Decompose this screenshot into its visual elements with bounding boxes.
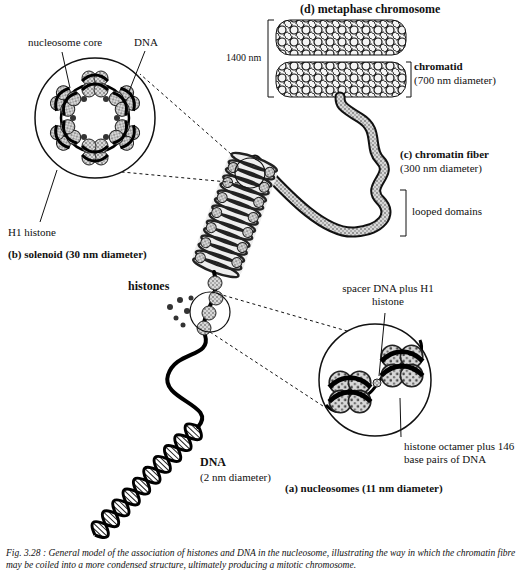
chromatid-upper	[276, 20, 406, 55]
solenoid-cross-section-part	[48, 83, 84, 119]
solenoid	[190, 149, 281, 281]
solenoid-core	[190, 150, 280, 281]
part-label: spacer DNA plus H1 histone	[340, 282, 436, 308]
free-histones-part	[177, 297, 183, 303]
nucleosome-beads-part	[197, 321, 211, 335]
solenoid-part	[192, 149, 279, 280]
solenoid-cross-section-part	[70, 96, 120, 140]
solenoid-part-part	[227, 157, 276, 183]
looped-domain-bracket	[400, 190, 406, 236]
leader-lines	[40, 51, 145, 222]
part-label: looped domains	[412, 205, 482, 218]
figure-caption: Fig. 3.28 : General model of the associa…	[6, 548, 522, 572]
solenoid-part-part	[230, 256, 243, 269]
free-histones-part	[174, 316, 179, 321]
stage-title: (b) solenoid (30 nm diameter)	[8, 248, 147, 261]
solenoid-part-part	[247, 211, 260, 224]
solenoid-part-part	[252, 196, 265, 209]
dimension-label: (300 nm diameter)	[400, 162, 482, 175]
solenoid-cross-section-part	[82, 71, 108, 97]
solenoid-part-part	[199, 236, 212, 249]
dimension-label: (700 nm diameter)	[414, 74, 496, 87]
solenoid-part-part	[205, 217, 254, 243]
fiber-fill	[255, 97, 386, 232]
chromatid-bracket	[406, 62, 411, 97]
solenoid-cross-section-part-part	[114, 115, 120, 121]
solenoid-part-part	[221, 176, 234, 189]
solenoid-part-part	[200, 232, 249, 258]
nucleosome-inset	[319, 313, 431, 437]
solenoid-part-part	[227, 161, 240, 174]
free-histones-part	[167, 304, 173, 310]
leader-lines	[379, 313, 401, 437]
dimension-label: (2 nm diameter)	[200, 471, 271, 484]
nucleosome-beads	[197, 276, 223, 335]
solenoid-cross-section-part-part	[103, 96, 109, 102]
nucleosome-inset-part	[381, 345, 423, 387]
solenoid-cross-section-part	[35, 58, 155, 178]
solenoid-cross-section-part-part	[81, 134, 87, 140]
zoom-marker	[235, 158, 265, 188]
chromatin-fiber	[255, 97, 406, 236]
part-label: histone octamer plus 146 base pairs of D…	[404, 440, 520, 466]
solenoid-part-part	[216, 191, 229, 204]
nucleosome-inset-part	[329, 371, 371, 413]
free-histones-part	[184, 308, 190, 314]
solenoid-cross-section-part-part	[70, 115, 76, 121]
dna-strand	[167, 272, 215, 427]
solenoid-part	[194, 154, 276, 277]
dimension-bracket	[268, 20, 274, 97]
solenoid-part-part	[205, 221, 218, 234]
solenoid-cross-section-part	[107, 117, 143, 153]
dimension-label: 1400 nm	[226, 52, 261, 64]
dna-helix-part	[88, 419, 206, 541]
stage-title: (a) nucleosomes (11 nm diameter)	[285, 482, 443, 495]
solenoid-part-part	[194, 247, 243, 273]
part-label: histones	[128, 279, 169, 293]
stage-title: (d) metaphase chromosome	[300, 2, 440, 16]
free-histones-part	[181, 323, 186, 328]
solenoid-part-part	[258, 181, 271, 194]
solenoid-part-part	[211, 202, 260, 228]
solenoid-part-part	[216, 187, 265, 213]
metaphase-chromosome	[268, 20, 411, 97]
nucleosome-beads-part	[208, 276, 222, 290]
dna-helix-part	[88, 419, 206, 541]
part-label: DNA	[134, 36, 158, 49]
solenoid-part-part	[194, 251, 207, 264]
stage-title: DNA	[200, 455, 226, 469]
solenoid-cross-section-part-part	[103, 134, 109, 140]
stage-title: chromatid	[414, 60, 463, 73]
solenoid-part-part	[222, 172, 271, 198]
solenoid-part-part	[241, 226, 254, 239]
nucleosome-beads-part	[202, 306, 216, 320]
solenoid-cross-section-part	[82, 139, 108, 165]
dna-helix	[88, 419, 206, 541]
stage-title: (c) chromatin fiber	[400, 148, 489, 161]
part-label: nucleosome core	[28, 36, 102, 49]
solenoid-cross-section	[35, 51, 155, 222]
fiber-outline	[255, 97, 386, 232]
nucleosome-inset-part	[373, 379, 381, 387]
nucleosome-inset-part	[319, 324, 431, 436]
solenoid-part-part	[236, 241, 249, 254]
solenoid-cross-section-part	[48, 117, 84, 153]
zoom-marker	[190, 292, 230, 332]
free-histones-part	[189, 296, 194, 301]
solenoid-cross-section-part-part	[81, 96, 87, 102]
solenoid-part-part	[210, 206, 223, 219]
part-label: H1 histone	[8, 226, 56, 239]
solenoid-cross-section-part	[107, 83, 143, 119]
